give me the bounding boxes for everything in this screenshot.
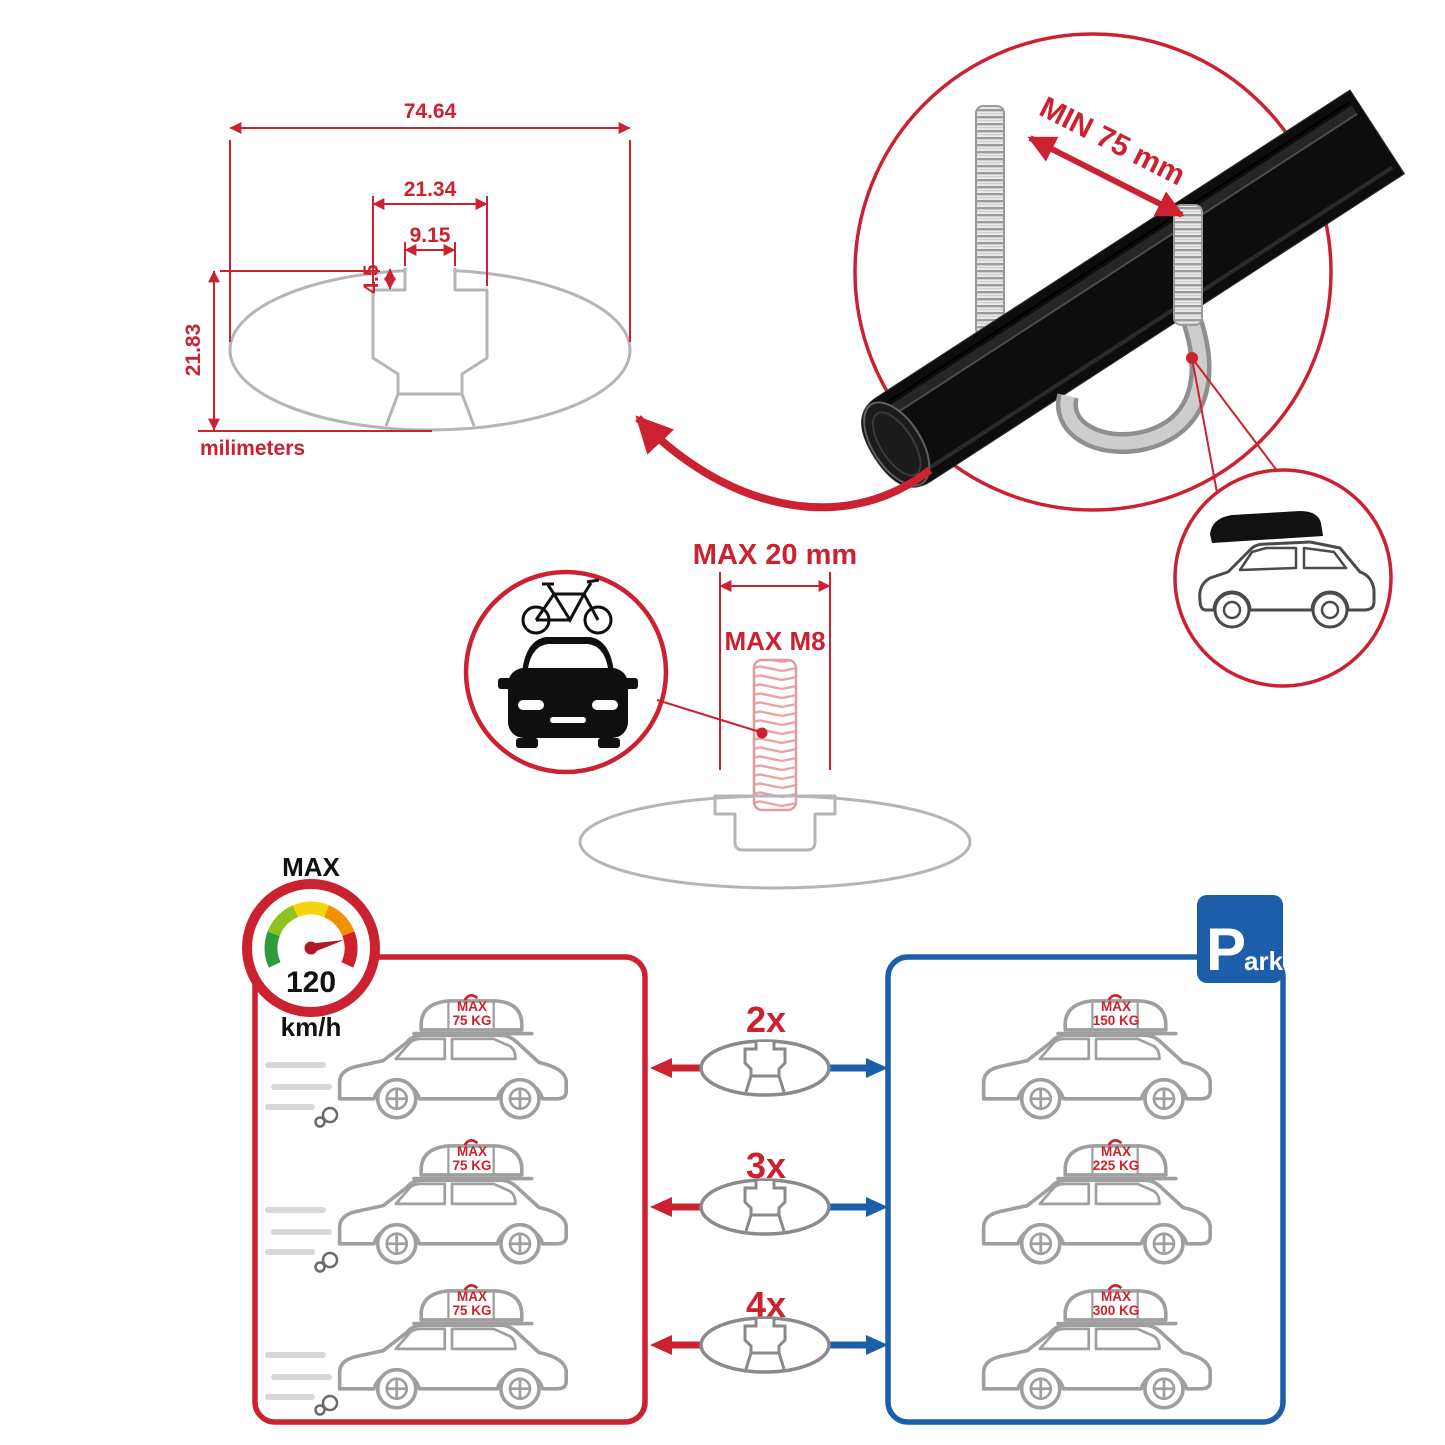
speed-unit-label: km/h: [281, 1012, 342, 1042]
bolt-spec-diagram: MAX 20 mm MAX M8: [463, 539, 972, 890]
adapter-plate: [713, 794, 837, 852]
red-arrowhead-icon: [650, 1197, 672, 1217]
u-bolt-near-rod: [1173, 204, 1203, 326]
red-arrowhead-icon: [650, 1335, 672, 1355]
parked-car-2: MAX 225 KG: [981, 1138, 1213, 1265]
gauge-arc: [264, 901, 358, 968]
driving-car-1: MAX 75 KG: [265, 993, 569, 1128]
park-sign: P ark: [1197, 895, 1284, 983]
bar-end-face: [863, 401, 931, 487]
roof-box-icon: [1210, 511, 1323, 543]
dim-lip-depth-label: 4.5: [360, 264, 383, 294]
parked-car-3: MAX 300 KG: [981, 1283, 1213, 1410]
dim-slot-inner-label: 9.15: [410, 224, 451, 247]
multiplier-row-2x: 2x: [650, 999, 888, 1097]
load-title: MAX: [1101, 999, 1131, 1014]
u-bolt-loop: [1055, 305, 1212, 455]
park-sign-suffix: ark: [1244, 946, 1284, 976]
multiplier-label: 2x: [746, 999, 786, 1040]
units-label: milimeters: [200, 437, 305, 460]
park-sign-letter: P: [1206, 916, 1246, 983]
usage-panels: 2x 3x 4x: [242, 852, 1286, 1425]
multiplier-row-3x: 3x: [650, 1145, 888, 1236]
motion-lines: [265, 1352, 332, 1400]
detail-circle-outline: [853, 32, 1333, 512]
bicycle-icon: [521, 578, 613, 635]
load-title: MAX: [457, 999, 487, 1014]
suv-line-art: [1198, 540, 1376, 629]
bolt-max-length-label: MAX 20 mm: [693, 539, 857, 571]
load-value: 75 KG: [452, 1158, 491, 1173]
load-value: 150 KG: [1093, 1013, 1140, 1028]
speed-limit-gauge: MAX 120 km/h: [242, 852, 380, 1042]
multiplier-row-4x: 4x: [650, 1284, 888, 1374]
load-value: 225 KG: [1093, 1158, 1140, 1173]
dim-slot-outer-label: 21.34: [404, 178, 457, 201]
dim-slot-inner: 9.15: [404, 224, 456, 266]
min-span-arrow: [1027, 135, 1185, 218]
load-value: 300 KG: [1093, 1303, 1140, 1318]
bolt-callout: [656, 699, 768, 739]
parked-car-1: MAX 150 KG: [981, 993, 1213, 1120]
u-bolt-far-rod: [975, 105, 1005, 337]
red-arrowhead-icon: [650, 1058, 672, 1078]
exhaust-icon: [321, 1251, 339, 1269]
profile-pedestal: [384, 393, 476, 427]
load-title: MAX: [457, 1289, 487, 1304]
exhaust-icon: [321, 1394, 339, 1412]
blue-arrowhead-icon: [866, 1058, 888, 1078]
load-value: 75 KG: [452, 1013, 491, 1028]
load-title: MAX: [457, 1144, 487, 1159]
crossbar-detail-circle: MIN 75 mm: [635, 32, 1406, 688]
mounting-bolt: [752, 658, 798, 812]
crossbar-profile-ellipse: [228, 268, 632, 432]
crossbar-3d: [861, 89, 1406, 488]
bolt-callout-dot: [756, 727, 768, 739]
cross-section-diagram: 74.64 21.34 9.15 4.5 21.83 milimeters: [182, 100, 632, 460]
bolt-length-dim: MAX 20 mm MAX M8: [693, 539, 857, 770]
driving-car-3: MAX 75 KG: [265, 1283, 569, 1416]
load-title: MAX: [1101, 1144, 1131, 1159]
bolt-max-thread-label: MAX M8: [724, 626, 825, 656]
callout-dot: [1186, 352, 1198, 364]
exhaust-icon: [321, 1106, 339, 1124]
dim-total-height-label: 21.83: [182, 324, 205, 377]
car-front-icon: [498, 637, 638, 748]
driving-car-2: MAX 75 KG: [265, 1138, 569, 1273]
load-title: MAX: [1101, 1289, 1131, 1304]
roofbox-suv-circle: [1173, 468, 1393, 688]
dim-slot-outer: 21.34: [372, 178, 488, 286]
motion-lines: [265, 1207, 332, 1255]
callout-lines: [1186, 352, 1279, 499]
t-slot-profile: [371, 268, 489, 396]
dim-total-height: 21.83: [182, 270, 432, 432]
motion-lines: [265, 1062, 332, 1110]
speed-max-label: MAX: [282, 852, 340, 882]
blue-arrowhead-icon: [866, 1197, 888, 1217]
bike-car-circle: [463, 569, 669, 775]
dim-total-width: 74.64: [229, 100, 631, 342]
blue-arrowhead-icon: [866, 1335, 888, 1355]
dim-total-width-label: 74.64: [404, 100, 457, 123]
load-value: 75 KG: [452, 1303, 491, 1318]
pointer-arrow: [635, 415, 933, 512]
speed-value: 120: [286, 966, 336, 999]
